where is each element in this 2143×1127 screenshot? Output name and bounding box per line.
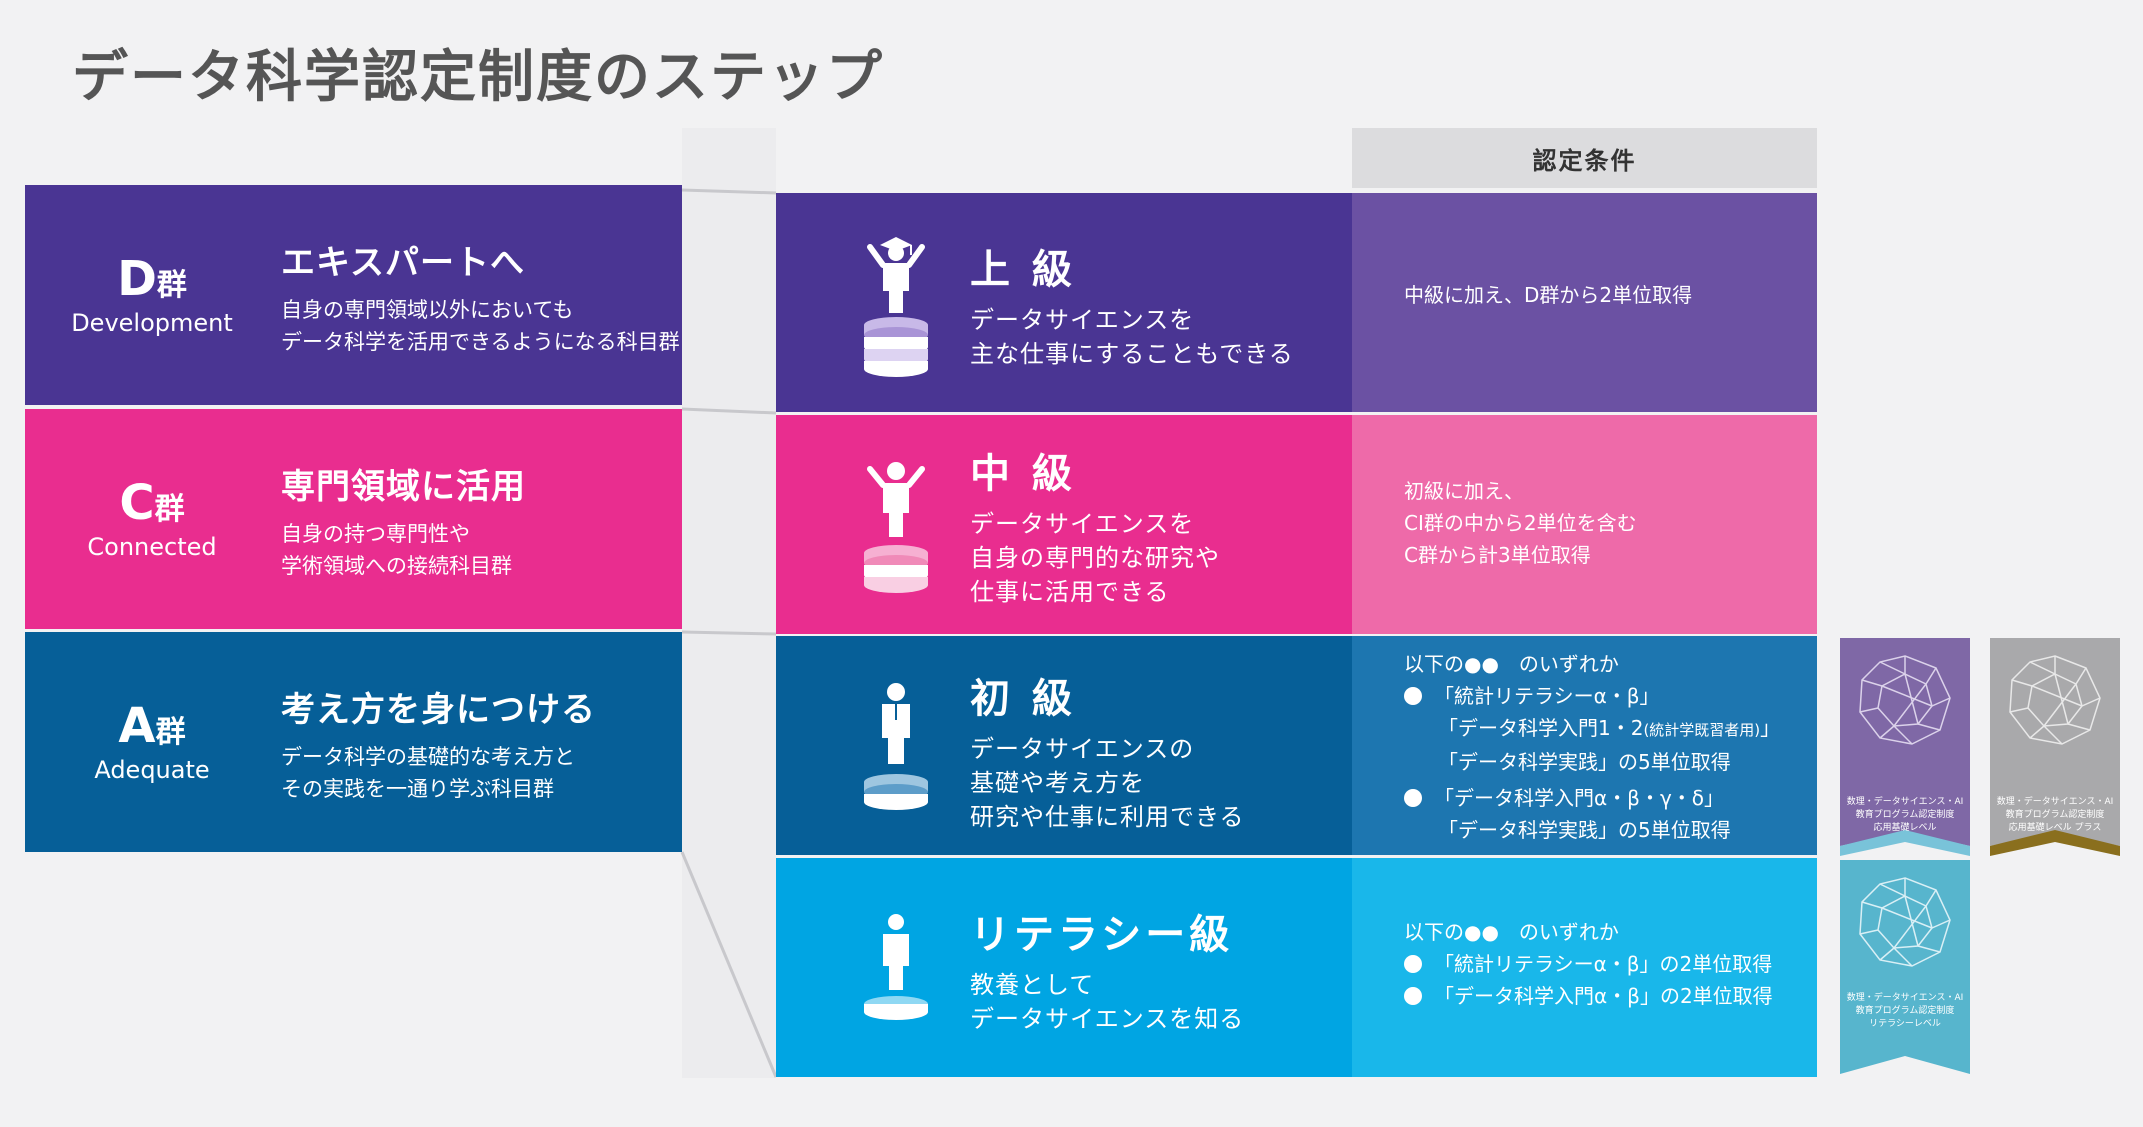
bullet-icon [1404,687,1422,705]
level-literacy-description: 教養としてデータサイエンスを知る [970,971,1245,1033]
group-a-heading: 考え方を身につける [281,690,596,730]
graduate-on-stack-icon [864,237,928,377]
level-literacy-conditions: 以下の●● のいずれか 「統計リテラシーα・β」の2単位取得 「データ科学入門α… [1352,858,1817,1077]
connector-panel [682,128,776,1078]
level-advanced-row: 上 級 データサイエンスを主な仕事にすることもできる 中級に加え、D群から2単位… [776,193,1817,412]
level-advanced-conditions: 中級に加え、D群から2単位取得 [1352,193,1817,412]
group-a-subtitle: Adequate [94,756,210,785]
bullet-icon [1404,955,1422,973]
group-d-text: エキスパートへ 自身の専門領域以外においてもデータ科学を活用できるようになる科目… [281,235,681,358]
connector-line-a-bottom [680,851,778,1078]
bullet-icon [1404,987,1422,1005]
level-beginner-row: 初 級 データサイエンスの基礎や考え方を研究や仕事に利用できる 以下の●● のい… [776,636,1817,855]
polyhedron-badge-icon [1840,860,1970,1074]
group-c-text: 専門領域に活用 自身の持つ専門性や学術領域への接続科目群 [281,459,681,582]
group-d-letter: D群 [117,250,187,307]
person-on-stack-icon [864,914,928,1020]
level-intermediate-conditions: 初級に加え、 CI群の中から2単位を含む C群から計3単位取得 [1352,415,1817,634]
level-beginner-condition-text: 以下の●● のいずれか 「統計リテラシーα・β」 「データ科学入門1・2(統計学… [1404,652,1781,842]
level-advanced-title: 上 級 [970,247,1076,293]
level-advanced-panel: 上 級 データサイエンスを主な仕事にすることもできる [776,193,1352,412]
level-intermediate-title: 中 級 [970,451,1076,497]
group-d-subtitle: Development [71,309,233,338]
level-intermediate-description: データサイエンスを自身の専門的な研究や仕事に活用できる [970,510,1220,606]
person-on-stack-icon [864,462,928,593]
connector-line-d [681,188,777,195]
group-c-panel: C群 Connected 専門領域に活用 自身の持つ専門性や学術領域への接続科目… [25,409,682,629]
level-intermediate-text: 中 級 データサイエンスを自身の専門的な研究や仕事に活用できる [970,441,1350,609]
polyhedron-badge-icon [1990,638,2120,856]
polyhedron-badge-icon [1840,638,1970,856]
connector-line-c [681,407,777,415]
level-literacy-panel: リテラシー級 教養としてデータサイエンスを知る [776,858,1352,1077]
group-a-text: 考え方を身につける データ科学の基礎的な考え方とその実践を一通り学ぶ科目群 [281,682,681,805]
group-d-description: 自身の専門領域以外においてもデータ科学を活用できるようになる科目群 [281,298,680,354]
group-a-letter: A群 [118,697,186,754]
level-beginner-conditions: 以下の●● のいずれか 「統計リテラシーα・β」 「データ科学入門1・2(統計学… [1352,636,1817,855]
group-d-code: D群 Development [25,185,279,405]
group-a-panel: A群 Adequate 考え方を身につける データ科学の基礎的な考え方とその実践… [25,632,682,852]
conditions-header: 認定条件 [1352,128,1817,188]
level-beginner-text: 初 級 データサイエンスの基礎や考え方を研究や仕事に利用できる [970,666,1350,834]
group-c-subtitle: Connected [87,533,217,562]
bullet-icon [1404,789,1422,807]
group-c-letter: C群 [119,474,185,531]
group-d-heading: エキスパートへ [281,243,525,283]
level-literacy-row: リテラシー級 教養としてデータサイエンスを知る 以下の●● のいずれか 「統計リ… [776,858,1817,1077]
group-d-panel: D群 Development エキスパートへ 自身の専門領域以外においてもデータ… [25,185,682,405]
level-beginner-title: 初 級 [970,676,1076,722]
connector-line-a-top [681,630,777,636]
level-advanced-text: 上 級 データサイエンスを主な仕事にすることもできる [970,237,1350,371]
level-intermediate-condition-text: 初級に加え、 CI群の中から2単位を含む C群から計3単位取得 [1404,479,1637,567]
level-beginner-description: データサイエンスの基礎や考え方を研究や仕事に利用できる [970,735,1245,831]
group-c-description: 自身の持つ専門性や学術領域への接続科目群 [281,522,512,578]
level-advanced-description: データサイエンスを主な仕事にすることもできる [970,306,1294,368]
level-literacy-text: リテラシー級 教養としてデータサイエンスを知る [970,902,1350,1036]
level-literacy-condition-text: 以下の●● のいずれか 「統計リテラシーα・β」の2単位取得 「データ科学入門α… [1404,920,1773,1008]
level-intermediate-panel: 中 級 データサイエンスを自身の専門的な研究や仕事に活用できる [776,415,1352,634]
level-literacy-title: リテラシー級 [970,912,1234,958]
group-c-heading: 専門領域に活用 [281,467,526,507]
page-title: データ科学認定制度のステップ [72,45,884,110]
group-a-code: A群 Adequate [25,632,279,852]
level-intermediate-row: 中 級 データサイエンスを自身の専門的な研究や仕事に活用できる 初級に加え、 C… [776,415,1817,634]
group-c-code: C群 Connected [25,409,279,629]
level-beginner-panel: 初 級 データサイエンスの基礎や考え方を研究や仕事に利用できる [776,636,1352,855]
level-advanced-condition-text: 中級に加え、D群から2単位取得 [1404,283,1693,307]
person-on-stack-icon [864,683,928,810]
group-a-description: データ科学の基礎的な考え方とその実践を一通り学ぶ科目群 [281,745,575,801]
